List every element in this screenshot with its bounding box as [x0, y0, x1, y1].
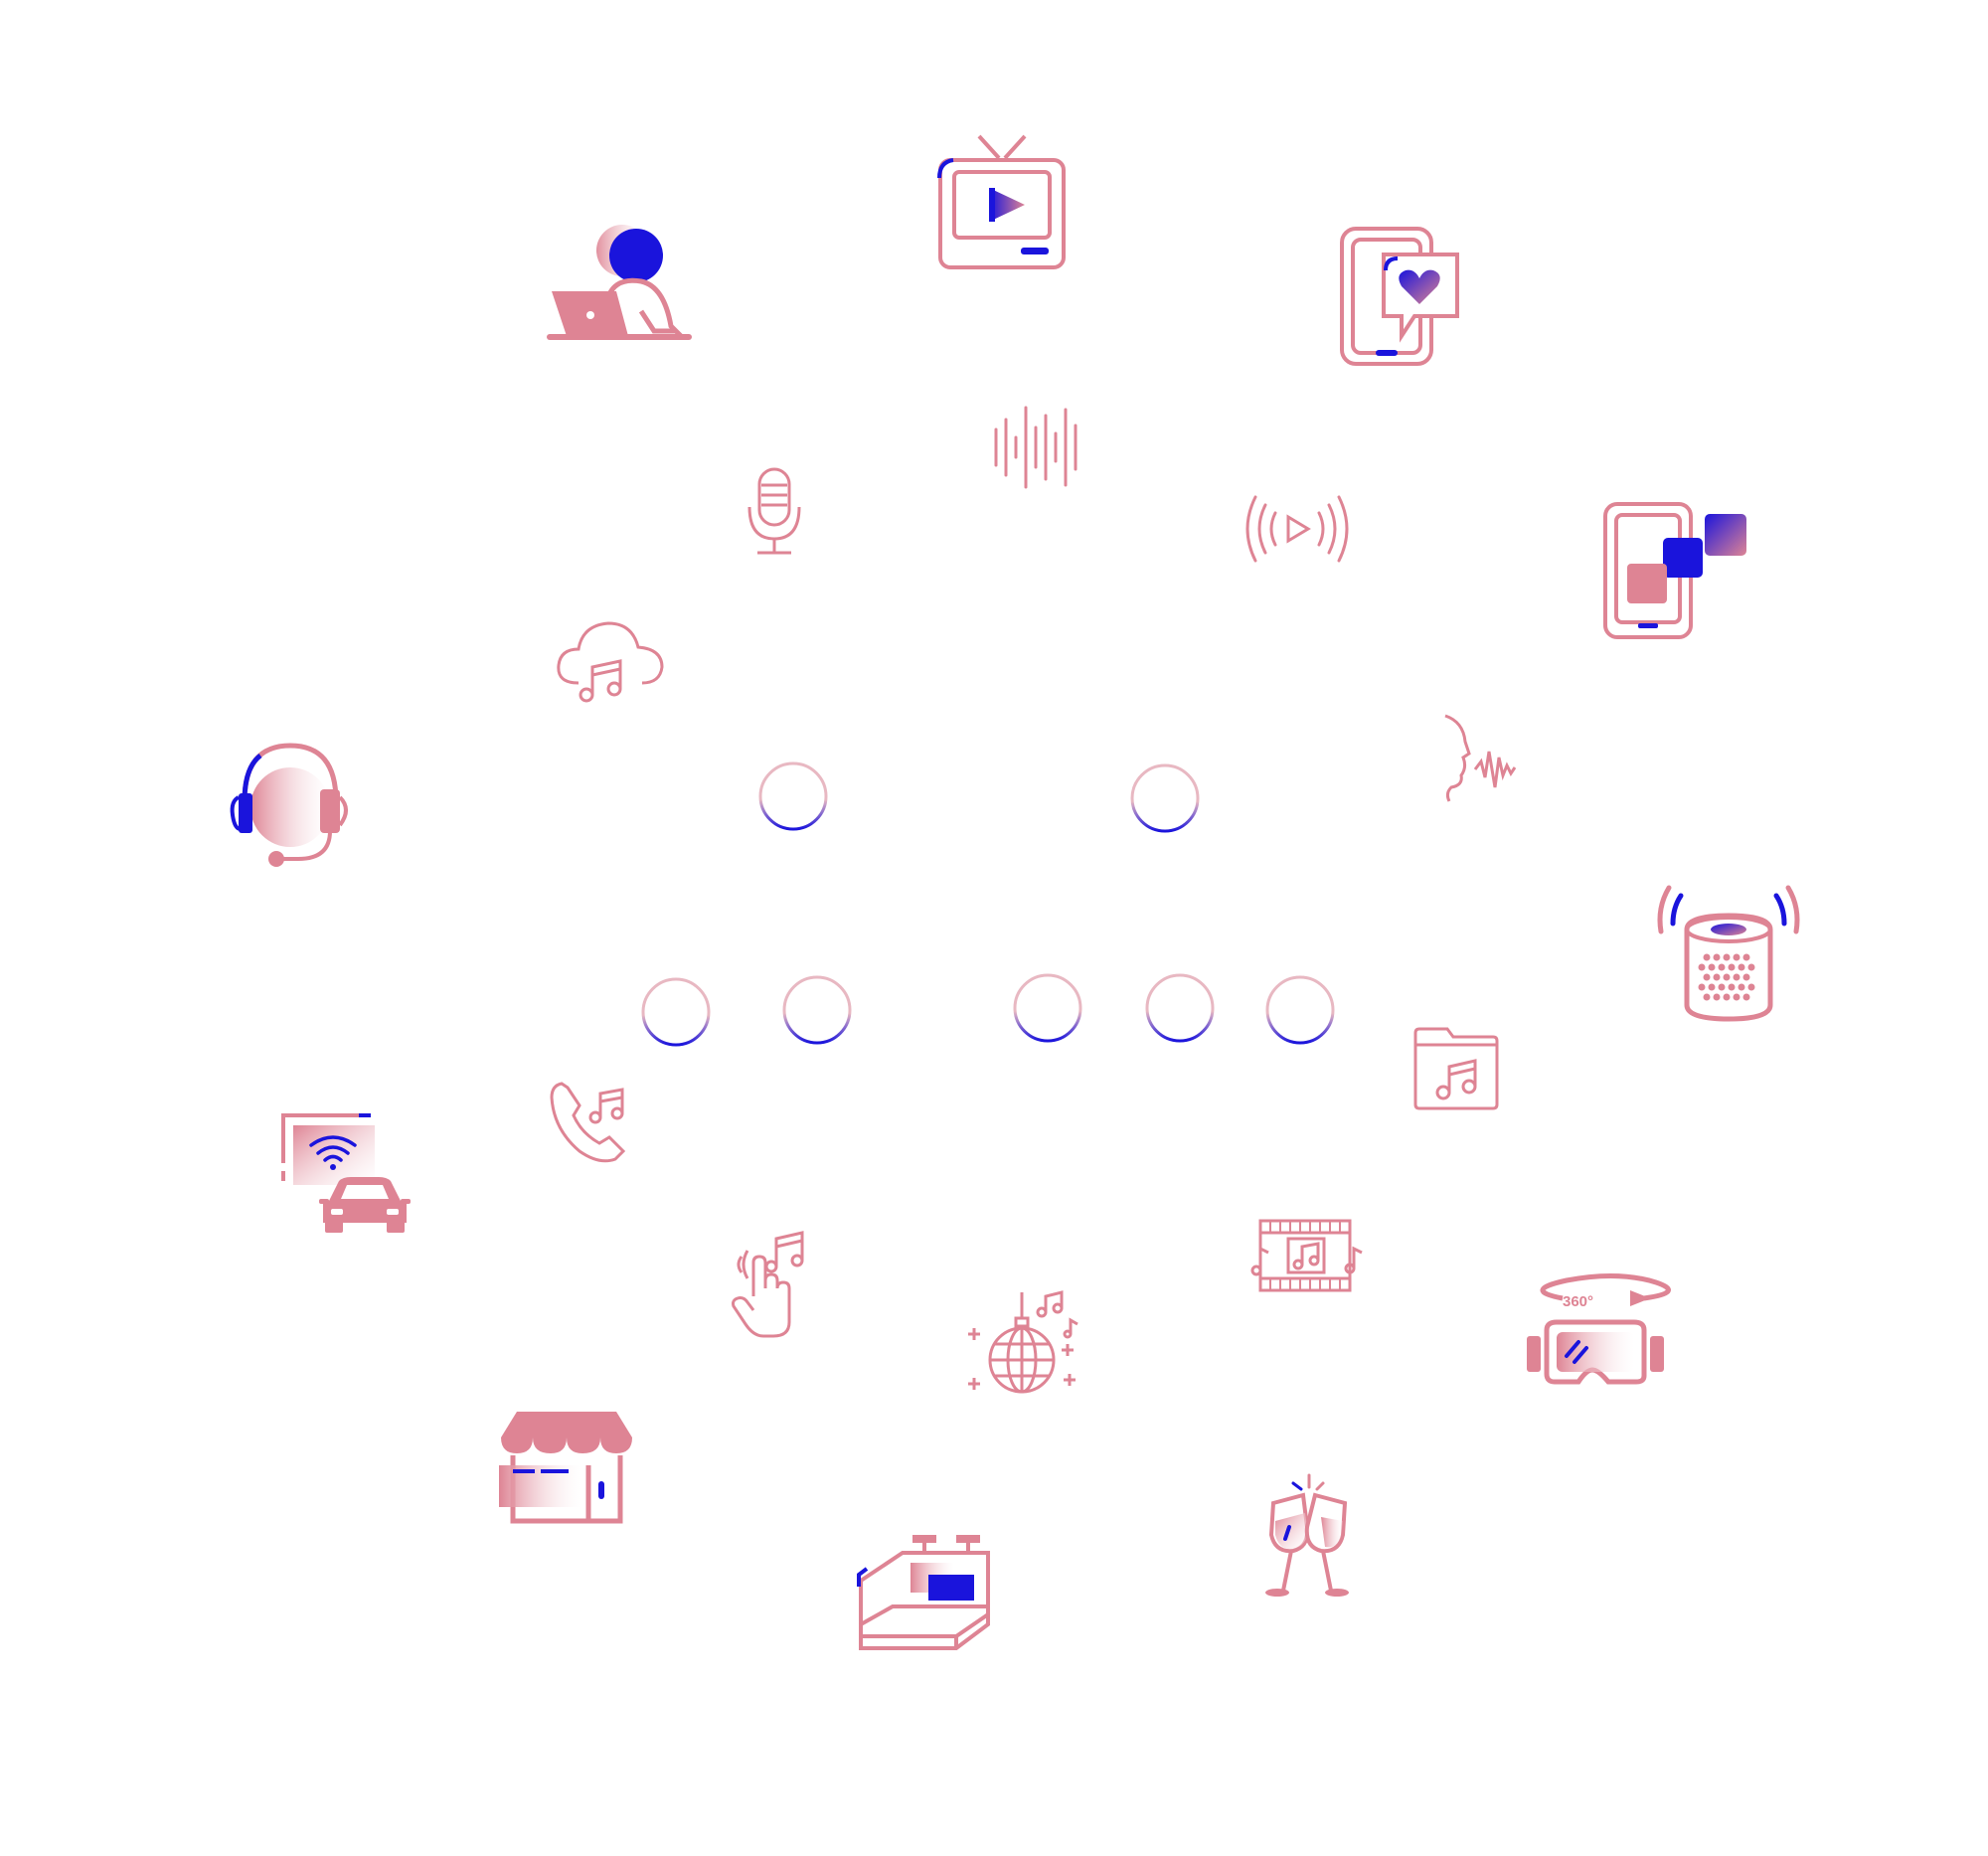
- empty-circle: [641, 977, 711, 1047]
- touch-music-icon: [732, 1231, 804, 1338]
- disco-ball-icon: [968, 1290, 1078, 1394]
- headset-support-icon: [230, 743, 348, 867]
- vr-360-headset-icon: 360°: [1527, 1273, 1671, 1385]
- storefront-icon: [499, 1412, 632, 1524]
- stage-display-icon: [857, 1535, 990, 1650]
- empty-circle: [782, 975, 852, 1045]
- champagne-toast-icon: [1265, 1473, 1349, 1597]
- tv-play-icon: [937, 134, 1066, 269]
- empty-circle: [758, 761, 828, 831]
- soundwave-icon: [994, 406, 1077, 489]
- music-folder-icon: [1413, 1027, 1499, 1110]
- broadcast-play-icon: [1245, 495, 1349, 563]
- film-music-icon: [1250, 1219, 1363, 1292]
- empty-circle: [1145, 973, 1215, 1043]
- face-voice-icon: [1444, 714, 1517, 802]
- phone-apps-icon: [1603, 502, 1746, 639]
- connected-car-icon: [281, 1113, 411, 1233]
- phone-heart-icon: [1340, 227, 1459, 366]
- empty-circle: [1130, 763, 1200, 833]
- microphone-icon: [747, 467, 801, 555]
- phone-music-icon: [550, 1082, 626, 1163]
- cloud-music-icon: [557, 621, 664, 703]
- person-laptop-icon: [547, 225, 692, 340]
- empty-circle: [1265, 975, 1335, 1045]
- smart-speaker-icon: [1657, 885, 1800, 1022]
- vr-360-label: 360°: [1563, 1293, 1593, 1310]
- empty-circle: [1013, 973, 1082, 1043]
- empty-circle-placeholders: [641, 761, 1335, 1047]
